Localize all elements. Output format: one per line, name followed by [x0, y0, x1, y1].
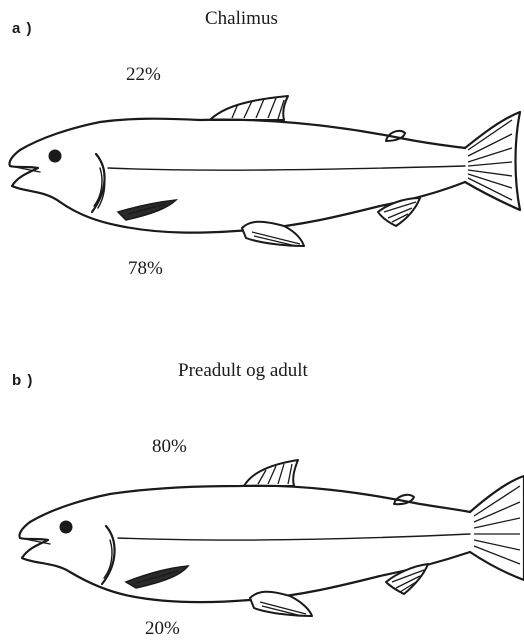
salmon-icon [0, 352, 524, 641]
panel-a: a ) Chalimus 22% 78% [0, 0, 524, 320]
panel-b: b ) Preadult og adult 80% 20% [0, 352, 524, 641]
salmon-icon [0, 0, 524, 320]
eye-icon [49, 150, 62, 163]
anal-fin-icon [386, 564, 428, 594]
eye-icon [60, 521, 73, 534]
pelvic-fin-icon [250, 592, 312, 616]
pectoral-fin-icon [118, 200, 176, 220]
